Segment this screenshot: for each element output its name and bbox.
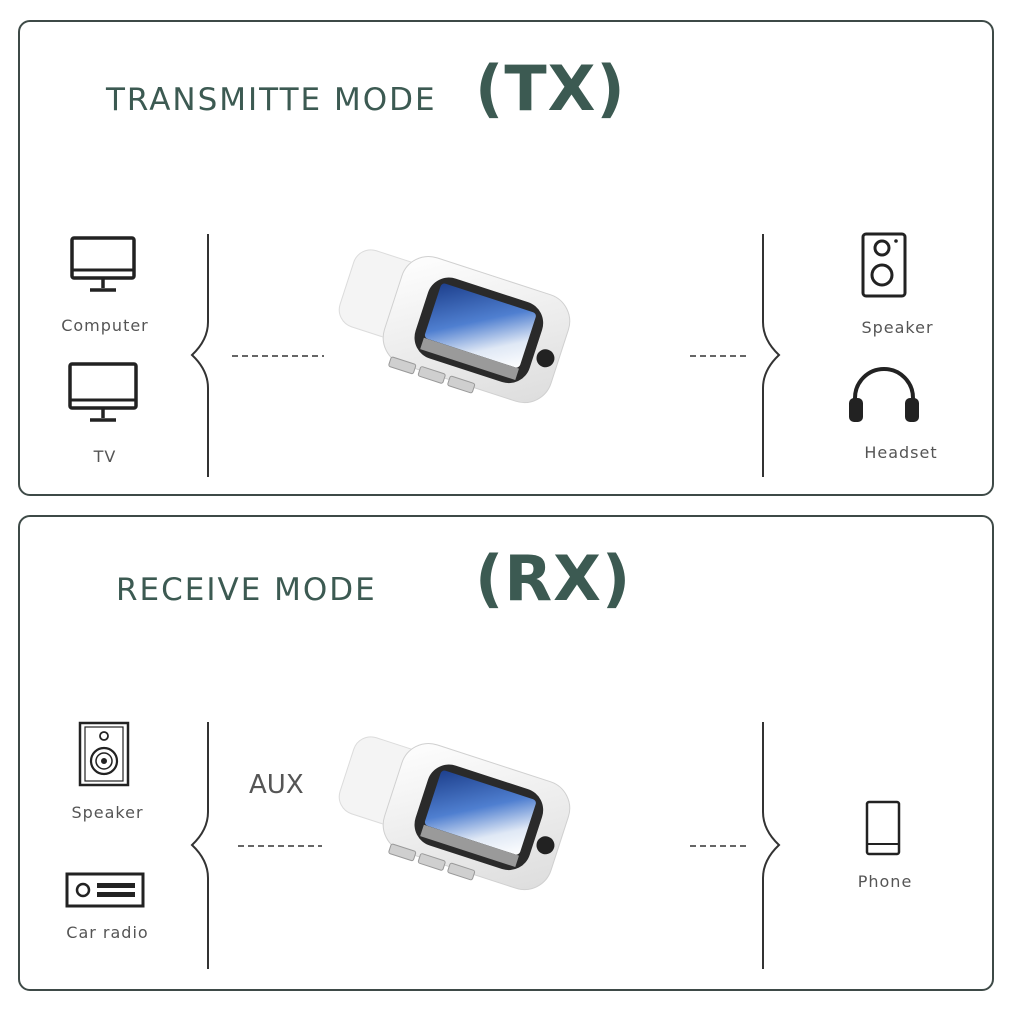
- transmit-connection-lines: [190, 234, 781, 477]
- speaker-box-icon: [78, 721, 130, 787]
- car-radio-label: Car radio: [66, 923, 149, 942]
- phone-label: Phone: [857, 872, 913, 891]
- speaker-icon: [861, 232, 907, 298]
- speaker-label: Speaker: [861, 318, 934, 337]
- tv-icon: [68, 362, 138, 422]
- receive-mode-panel: RECEIVE MODE (RX) AUX Speaker: [18, 515, 994, 991]
- phone-icon: [865, 800, 901, 856]
- receive-mode-title: RECEIVE MODE: [116, 572, 377, 608]
- transmit-mode-panel: TRANSMITTE MODE (TX) Computer: [18, 20, 994, 496]
- transmit-mode-code: (TX): [475, 52, 626, 125]
- headphones-icon: [849, 367, 919, 422]
- computer-label: Computer: [61, 316, 149, 335]
- receive-mode-code: (RX): [475, 542, 632, 615]
- transmit-mode-title: TRANSMITTE MODE: [106, 82, 437, 118]
- bluetooth-adapter-image: [338, 249, 571, 404]
- car-radio-icon: [65, 872, 145, 908]
- receive-connection-lines: [190, 722, 781, 969]
- monitor-icon: [70, 236, 136, 292]
- rx-speaker-label: Speaker: [71, 803, 144, 822]
- bluetooth-adapter-image: [338, 736, 571, 891]
- tv-label: TV: [93, 447, 117, 466]
- headset-label: Headset: [864, 443, 938, 462]
- aux-label: AUX: [249, 770, 304, 800]
